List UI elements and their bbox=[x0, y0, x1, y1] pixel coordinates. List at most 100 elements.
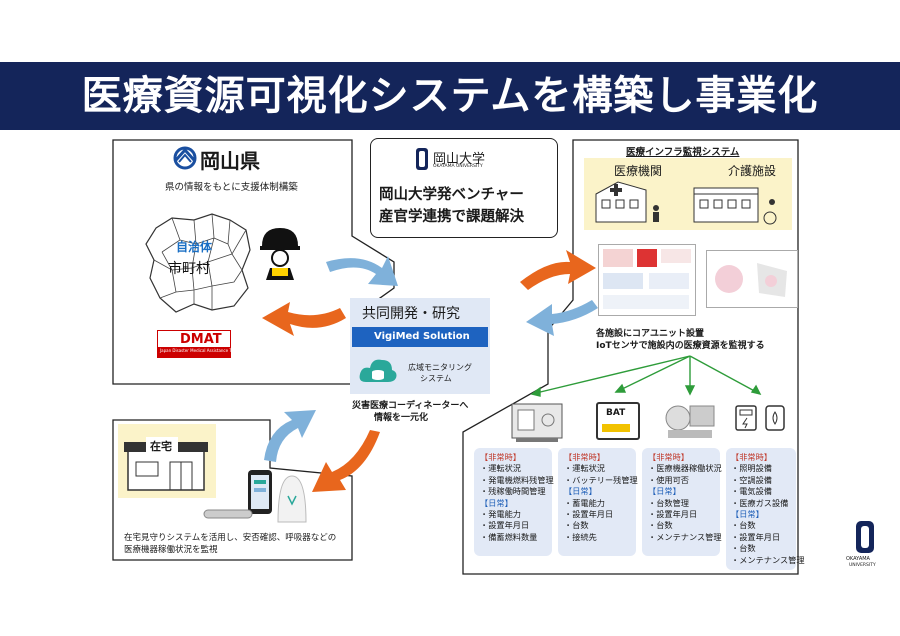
product-banner: VigiMed Solution bbox=[352, 327, 488, 347]
card-line: ・設置年月日 bbox=[480, 520, 530, 531]
university-logo-icon bbox=[416, 148, 428, 170]
card-line: 【日常】 bbox=[564, 486, 597, 497]
arrow-infra-to-center bbox=[526, 300, 598, 336]
product-name: VigiMed Solution bbox=[374, 331, 470, 342]
home-desc1: 在宅見守りシステムを活用し、安否確認、呼吸器などの bbox=[124, 533, 337, 543]
card-line: ・台数管理 bbox=[648, 497, 689, 508]
home-label-box: 在宅 bbox=[146, 437, 178, 453]
green-branch-arrows bbox=[530, 355, 762, 397]
card-line: 【日常】 bbox=[480, 497, 513, 508]
footer-logo-line2: UNIVERSITY bbox=[849, 563, 876, 568]
generator-icon bbox=[511, 403, 563, 442]
card-line: ・台数 bbox=[731, 543, 756, 554]
card-line: ・発電能力 bbox=[480, 509, 521, 520]
prefecture-emblem-icon bbox=[173, 146, 197, 170]
rescue-worker-icon bbox=[260, 228, 300, 280]
facility-hospital-label: 医療機関 bbox=[614, 164, 663, 178]
card-line: ・医療機器稼働状況 bbox=[648, 463, 722, 474]
infra-panel-outline bbox=[462, 139, 799, 575]
card-line: ・電気設備 bbox=[731, 486, 772, 497]
dashboard-thumbnail-icon bbox=[603, 249, 691, 309]
university-box: 岡山大学 OKAYAMA UNIVERSITY 岡山大学発ベンチャー 産官学連携… bbox=[370, 138, 558, 238]
infra-desc1: 各施設にコアユニット設置 bbox=[596, 329, 705, 339]
card-line: ・使用可否 bbox=[648, 474, 689, 485]
prefecture-panel-outline bbox=[112, 139, 395, 385]
generator-card-lines: 【非常時】 ・運転状況 ・発電機燃料残管理 ・残稼働時間管理 【日常】 ・発電能… bbox=[480, 452, 554, 543]
center-note1: 災害医療コーディネーターへ bbox=[352, 401, 469, 411]
battery-device: BAT bbox=[596, 402, 640, 440]
gas-meter-icon bbox=[765, 405, 785, 431]
dmat-text: DMAT bbox=[180, 332, 222, 347]
card-line: ・台数 bbox=[648, 520, 673, 531]
dmat-band: Japan Disaster Medical Assistance Team bbox=[158, 347, 240, 357]
home-panel-outline bbox=[112, 419, 353, 561]
card-line: ・設置年月日 bbox=[648, 509, 698, 520]
infra-heading: 医療インフラ監視システム bbox=[626, 147, 740, 158]
infra-desc2: IoTセンサで施設内の医療資源を監視する bbox=[596, 341, 765, 351]
card-line: ・医療ガス設備 bbox=[731, 497, 789, 508]
prefecture-name: 岡山県 bbox=[200, 149, 260, 173]
map-label-shichoson: 市町村 bbox=[168, 261, 210, 277]
title-bar: 医療資源可視化システムを構築し事業化 bbox=[0, 62, 900, 130]
card-line: ・空調設備 bbox=[731, 474, 772, 485]
home-desc2: 医療機器稼働状況を監視 bbox=[124, 545, 218, 555]
battery-level-bar bbox=[602, 424, 630, 432]
arrow-home-to-center bbox=[264, 410, 316, 462]
prefecture-subtitle: 県の情報をもとに支援体制構築 bbox=[165, 182, 298, 193]
card-line: ・残稼働時間管理 bbox=[480, 486, 546, 497]
page-title: 医療資源可視化システムを構築し事業化 bbox=[81, 73, 819, 119]
care-facility-building-icon bbox=[693, 187, 777, 225]
university-line2: 産官学連携で課題解決 bbox=[379, 209, 524, 225]
monitoring-screen-2 bbox=[706, 250, 798, 308]
equipment-card-lines: 【非常時】 ・医療機器稼働状況 ・使用可否 【日常】 ・台数管理 ・設置年月日 … bbox=[648, 452, 722, 543]
footer-logo-line1: OKAYAMA bbox=[846, 556, 870, 562]
battery-label: BAT bbox=[606, 408, 626, 418]
card-line: 【非常時】 bbox=[731, 452, 772, 462]
university-line1: 岡山大学発ベンチャー bbox=[379, 187, 524, 203]
card-line: ・運転状況 bbox=[564, 463, 605, 474]
hospital-building-icon bbox=[595, 181, 659, 223]
card-line: ・運転状況 bbox=[480, 463, 521, 474]
card-line: ・メンテナンス管理 bbox=[648, 531, 722, 542]
dmat-logo: DMAT Japan Disaster Medical Assistance T… bbox=[157, 330, 240, 358]
card-line: ・メンテナンス管理 bbox=[731, 554, 805, 565]
facility-care-label: 介護施設 bbox=[728, 164, 777, 178]
okayama-map-icon bbox=[145, 213, 251, 313]
card-line: ・設置年月日 bbox=[731, 531, 781, 542]
map-thumbnail-icon bbox=[715, 263, 787, 297]
battery-card-lines: 【非常時】 ・運転状況 ・バッテリー残管理 【日常】 ・蓄電能力 ・設置年月日 … bbox=[564, 452, 638, 543]
university-logo-sub: OKAYAMA UNIVERSITY bbox=[433, 164, 483, 169]
card-line: ・バッテリー残管理 bbox=[564, 474, 638, 485]
monitor-label2: システム bbox=[420, 374, 452, 383]
footer-university-logo-icon bbox=[856, 521, 874, 553]
card-line: 【非常時】 bbox=[564, 452, 605, 462]
card-line: 【非常時】 bbox=[648, 452, 689, 462]
cloud-database-icon bbox=[359, 359, 397, 382]
battery-card: 【非常時】 ・運転状況 ・バッテリー残管理 【日常】 ・蓄電能力 ・設置年月日 … bbox=[558, 448, 638, 556]
card-line: ・照明設備 bbox=[731, 463, 772, 474]
card-line: ・備蓄燃料数量 bbox=[480, 531, 538, 542]
generator-card: 【非常時】 ・運転状況 ・発電機燃料残管理 ・残稼働時間管理 【日常】 ・発電能… bbox=[474, 448, 554, 556]
card-line: ・台数 bbox=[731, 520, 756, 531]
center-note2: 情報を一元化 bbox=[374, 413, 429, 423]
dmat-subtext: Japan Disaster Medical Assistance Team bbox=[160, 348, 240, 353]
map-label-jichitai: 自治体 bbox=[176, 240, 213, 254]
card-line: 【日常】 bbox=[648, 486, 681, 497]
electric-meter-icon bbox=[735, 405, 757, 431]
card-line: ・接続先 bbox=[564, 531, 597, 542]
center-heading: 共同開発・研究 bbox=[362, 306, 460, 322]
equipment-card: 【非常時】 ・医療機器稼働状況 ・使用可否 【日常】 ・台数管理 ・設置年月日 … bbox=[642, 448, 722, 556]
card-line: ・台数 bbox=[564, 520, 589, 531]
card-line: 【日常】 bbox=[731, 509, 764, 520]
card-line: ・蓄電能力 bbox=[564, 497, 605, 508]
facility-card-lines: 【非常時】 ・照明設備 ・空調設備 ・電気設備 ・医療ガス設備 【日常】 ・台数… bbox=[731, 452, 805, 566]
arrow-center-to-home bbox=[312, 430, 380, 492]
card-line: 【非常時】 bbox=[480, 452, 521, 462]
card-line: ・設置年月日 bbox=[564, 509, 614, 520]
university-logo-text: 岡山大学 bbox=[433, 152, 486, 167]
arrow-center-to-pref bbox=[262, 302, 346, 336]
prefecture-logo bbox=[172, 146, 198, 174]
monitor-label1: 広域モニタリング bbox=[408, 363, 472, 372]
